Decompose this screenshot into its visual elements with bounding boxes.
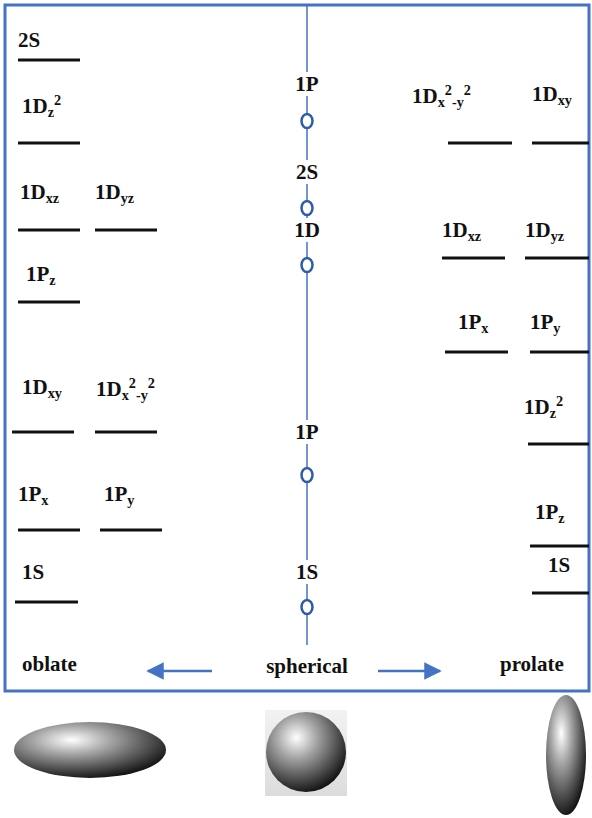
level-label: 1Dxy: [532, 82, 572, 108]
level-label: 1S: [22, 560, 44, 584]
level-label: 1Py: [530, 310, 560, 336]
level-lines: [12, 60, 589, 602]
level-circles: [302, 114, 313, 614]
level-label: 1Dx2-y2: [412, 82, 471, 110]
arrow-oblate: [148, 670, 212, 673]
prolate-shape: [546, 695, 586, 815]
level-label: 1Pz: [26, 262, 56, 288]
sphere-shape: [266, 712, 346, 792]
level-label: 1Px: [18, 482, 48, 508]
level-label: 1Dxz: [20, 180, 59, 206]
level-label: 1Pz: [535, 500, 565, 526]
shape-caption: oblate: [22, 652, 77, 676]
level-label: 1Dxz: [442, 218, 481, 244]
level-label: 1Dxy: [22, 375, 62, 401]
frame: [5, 5, 589, 691]
shape-caption: prolate: [500, 652, 564, 676]
oblate-shape: [14, 722, 166, 778]
sphere-background: [265, 710, 347, 796]
level-label: 1Dyz: [525, 218, 564, 244]
level-label: 1S: [294, 560, 320, 584]
level-label: 1S: [548, 553, 570, 577]
arrow-prolate: [378, 670, 440, 673]
shape-caption: spherical: [264, 654, 350, 678]
level-label: 1D: [292, 218, 322, 242]
level-label: 1Dz2: [22, 92, 61, 120]
level-label: 1P: [293, 72, 320, 96]
level-label: 1Dx2-y2: [96, 375, 155, 403]
level-label: 1Dz2: [524, 393, 563, 421]
level-label: 1Py: [104, 482, 134, 508]
level-label: 1Px: [458, 310, 488, 336]
axis-line: [306, 6, 308, 645]
level-label: 2S: [294, 160, 320, 184]
level-label: 1Dyz: [95, 180, 134, 206]
level-label: 1P: [293, 420, 320, 444]
level-label: 2S: [18, 28, 40, 52]
